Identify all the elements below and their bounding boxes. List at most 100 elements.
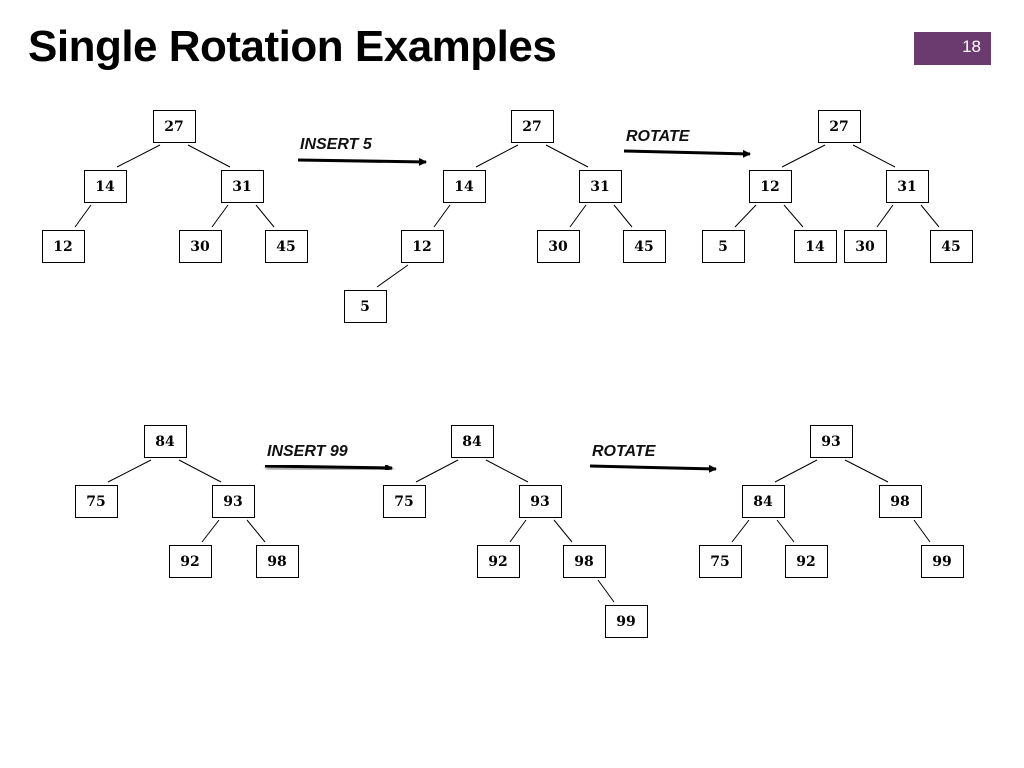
page-number-badge: 18 bbox=[914, 32, 991, 65]
tree-node-84: 84 bbox=[144, 425, 187, 458]
tree-node-31: 31 bbox=[579, 170, 622, 203]
node-value: 75 bbox=[394, 494, 413, 510]
node-value: 45 bbox=[634, 239, 653, 255]
tree-node-99: 99 bbox=[921, 545, 964, 578]
node-box bbox=[749, 170, 792, 203]
tree-edge bbox=[246, 519, 266, 543]
tree-node-98: 98 bbox=[879, 485, 922, 518]
tree-node-30: 30 bbox=[844, 230, 887, 263]
node-box bbox=[810, 425, 853, 458]
step-label: INSERT 5 bbox=[300, 136, 373, 153]
tree-node-12: 12 bbox=[749, 170, 792, 203]
tree-edge bbox=[597, 579, 615, 603]
node-box bbox=[84, 170, 127, 203]
node-box bbox=[153, 110, 196, 143]
node-box bbox=[443, 170, 486, 203]
tree-node-31: 31 bbox=[886, 170, 929, 203]
tree-edge bbox=[876, 204, 894, 228]
tree-edge bbox=[485, 459, 529, 483]
node-value: 99 bbox=[932, 554, 951, 570]
node-box bbox=[605, 605, 648, 638]
step-3: INSERT 99 bbox=[264, 443, 393, 472]
tree-edge bbox=[545, 144, 589, 168]
tree-edge bbox=[613, 204, 633, 228]
node-value: 5 bbox=[360, 299, 370, 315]
tree-node-27: 27 bbox=[153, 110, 196, 143]
node-value: 98 bbox=[267, 554, 286, 570]
tree-edge bbox=[774, 459, 818, 483]
node-box bbox=[75, 485, 118, 518]
node-value: 92 bbox=[796, 554, 815, 570]
step-label: ROTATE bbox=[592, 443, 657, 460]
tree-edge bbox=[201, 519, 220, 543]
tree-node-27: 27 bbox=[511, 110, 554, 143]
node-box bbox=[818, 110, 861, 143]
step-2: ROTATE bbox=[623, 128, 751, 158]
node-value: 12 bbox=[412, 239, 431, 255]
step-4: ROTATE bbox=[589, 443, 717, 473]
tree-edge bbox=[776, 519, 795, 543]
node-value: 12 bbox=[760, 179, 779, 195]
tree-node-12: 12 bbox=[401, 230, 444, 263]
node-value: 30 bbox=[190, 239, 210, 255]
tree-ex1-after-insert: 27 14 31 12 30 45 5 bbox=[344, 110, 666, 323]
tree-edge bbox=[415, 459, 459, 483]
node-box bbox=[742, 485, 785, 518]
node-value: 99 bbox=[616, 614, 635, 630]
tree-edge bbox=[178, 459, 222, 483]
node-value: 84 bbox=[462, 434, 482, 450]
node-box bbox=[383, 485, 426, 518]
node-box bbox=[844, 230, 887, 263]
node-value: 93 bbox=[223, 494, 242, 510]
tree-edge bbox=[852, 144, 896, 168]
tree-node-98: 98 bbox=[563, 545, 606, 578]
tree-node-5: 5 bbox=[702, 230, 745, 263]
tree-node-93: 93 bbox=[810, 425, 853, 458]
tree-node-93: 93 bbox=[212, 485, 255, 518]
node-value: 14 bbox=[454, 179, 474, 195]
node-value: 27 bbox=[164, 119, 183, 135]
node-box bbox=[511, 110, 554, 143]
tree-node-99: 99 bbox=[605, 605, 648, 638]
tree-node-27: 27 bbox=[818, 110, 861, 143]
node-value: 14 bbox=[95, 179, 115, 195]
step-label: ROTATE bbox=[626, 128, 691, 145]
tree-node-14: 14 bbox=[443, 170, 486, 203]
tree-edge bbox=[569, 204, 587, 228]
node-box bbox=[212, 485, 255, 518]
node-box bbox=[921, 545, 964, 578]
node-box bbox=[401, 230, 444, 263]
tree-node-14: 14 bbox=[794, 230, 837, 263]
step-label: INSERT 99 bbox=[267, 443, 348, 460]
tree-node-45: 45 bbox=[623, 230, 666, 263]
tree-node-30: 30 bbox=[179, 230, 222, 263]
node-box bbox=[344, 290, 387, 323]
node-box bbox=[702, 230, 745, 263]
tree-node-75: 75 bbox=[75, 485, 118, 518]
node-box bbox=[221, 170, 264, 203]
node-value: 12 bbox=[53, 239, 72, 255]
node-box bbox=[179, 230, 222, 263]
node-value: 75 bbox=[710, 554, 729, 570]
tree-node-93: 93 bbox=[519, 485, 562, 518]
tree-edge bbox=[553, 519, 573, 543]
tree-node-84: 84 bbox=[451, 425, 494, 458]
node-value: 27 bbox=[829, 119, 848, 135]
node-value: 31 bbox=[590, 179, 609, 195]
right-arrow-icon bbox=[623, 149, 751, 158]
right-arrow-icon bbox=[589, 464, 717, 473]
tree-node-30: 30 bbox=[537, 230, 580, 263]
tree-edge bbox=[781, 144, 826, 168]
node-box bbox=[930, 230, 973, 263]
tree-node-75: 75 bbox=[383, 485, 426, 518]
right-arrow-icon bbox=[264, 463, 393, 472]
node-value: 31 bbox=[232, 179, 251, 195]
node-box bbox=[144, 425, 187, 458]
right-arrow-icon bbox=[297, 157, 427, 166]
tree-edge bbox=[211, 204, 229, 228]
